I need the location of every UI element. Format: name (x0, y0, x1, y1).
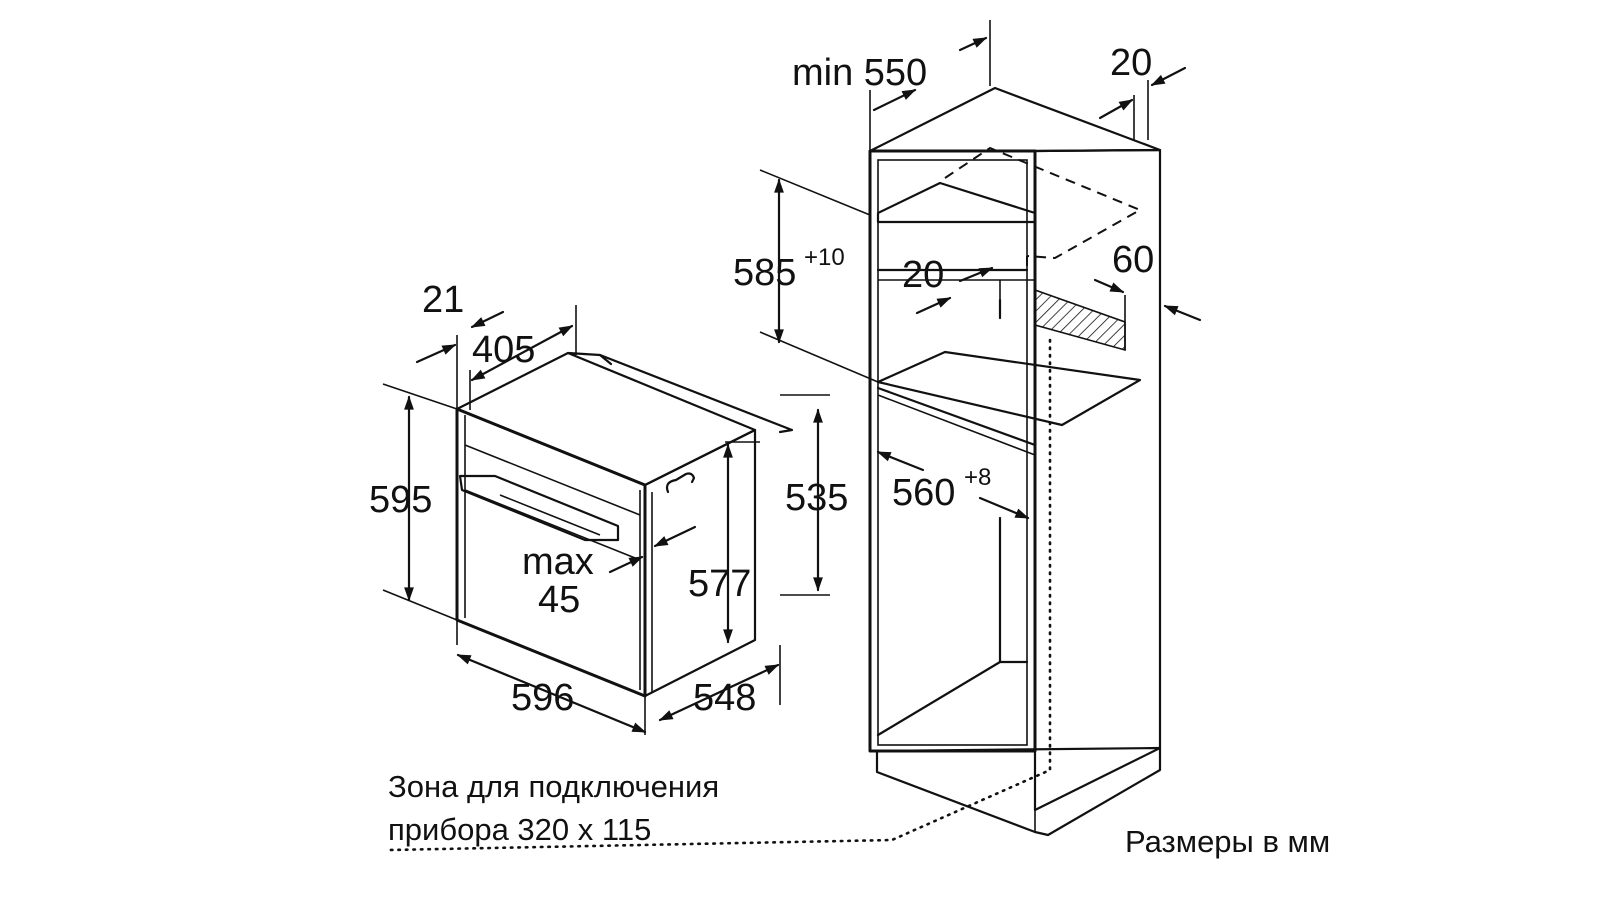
dim-548: 548 (693, 677, 756, 719)
cabinet-dimension-lines (774, 36, 1202, 520)
oven-side-grip (665, 472, 696, 494)
dim-inner-20: 20 (902, 254, 944, 296)
dim-535: 535 (785, 477, 848, 519)
dim-405: 405 (472, 329, 535, 371)
dim-596: 596 (511, 677, 574, 719)
dim-60: 60 (1112, 239, 1154, 281)
oven-side (643, 428, 757, 698)
connection-zone-line1: Зона для подключения (388, 769, 719, 804)
dim-577: 577 (688, 563, 751, 605)
dim-max-label: max (522, 541, 594, 583)
dim-585: 585 (733, 252, 796, 294)
ventilation-hatch (1034, 288, 1126, 352)
oven-handle (458, 474, 620, 542)
dim-top-20: 20 (1110, 42, 1152, 84)
dim-560: 560 (892, 472, 955, 514)
cabinet-plinth (875, 746, 1162, 837)
dim-585-tolerance: +10 (804, 244, 845, 271)
connection-zone-line2: прибора 320 х 115 (388, 812, 651, 847)
dim-595: 595 (369, 479, 432, 521)
dim-min-550: min 550 (792, 52, 927, 94)
dim-560-tolerance: +8 (964, 464, 991, 491)
oven-top (455, 351, 757, 487)
dim-21: 21 (422, 279, 464, 321)
oven-dimension-lines (404, 310, 823, 734)
oven-drawing (382, 305, 830, 735)
cabinet-drawing (388, 20, 1162, 852)
units-note: Размеры в мм (1125, 824, 1330, 859)
dim-max-value: 45 (538, 579, 580, 621)
